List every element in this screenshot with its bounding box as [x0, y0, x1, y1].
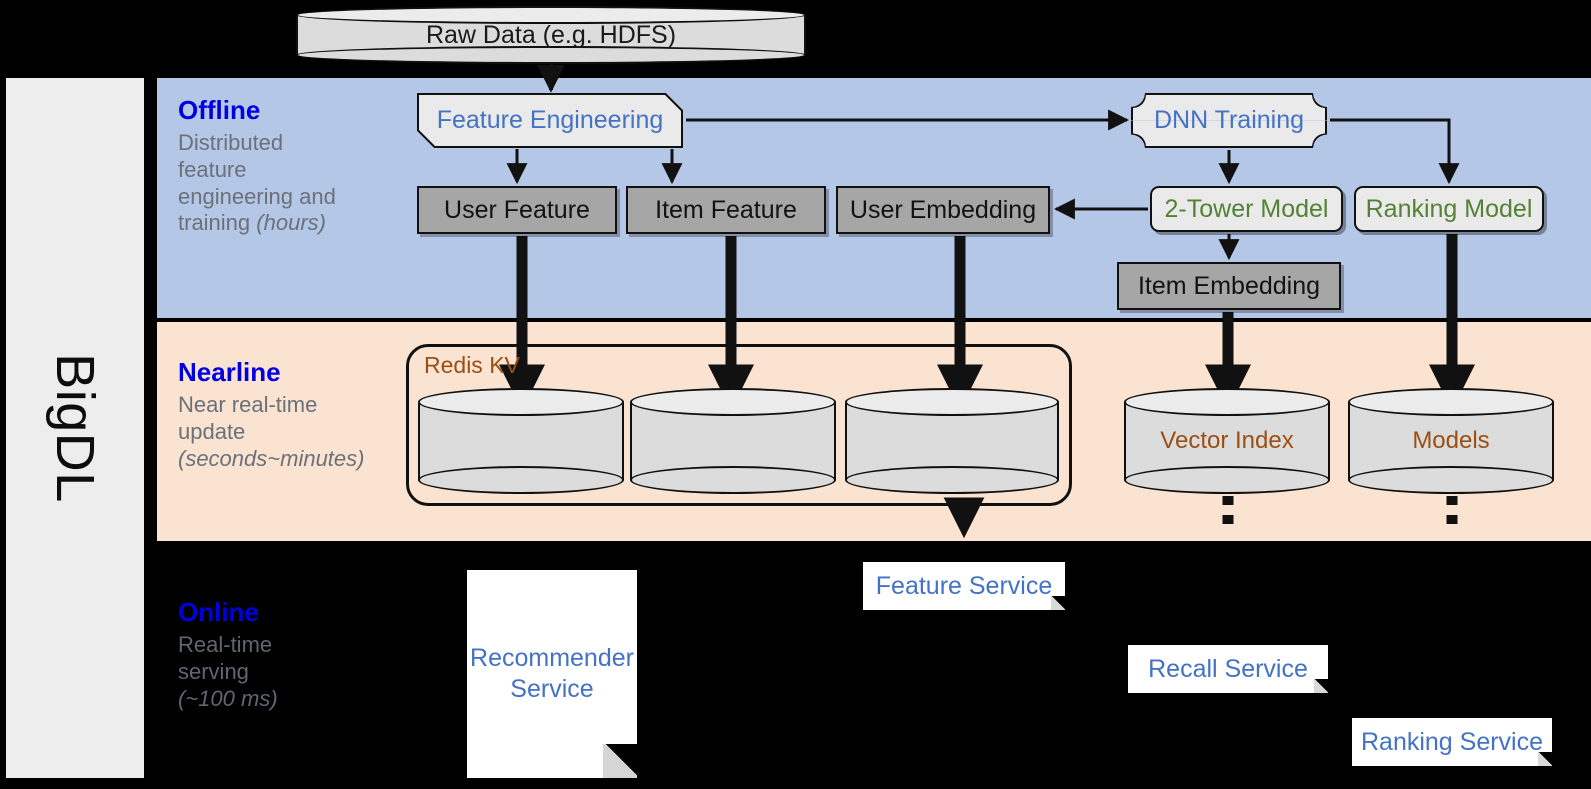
online-sub-em: (~100 ms): [178, 685, 278, 711]
node-fill: [419, 95, 681, 146]
dnn-training-node[interactable]: DNN Training: [1131, 93, 1327, 148]
raw-data-label: Raw Data (e.g. HDFS): [425, 20, 677, 49]
band-title-nearline: Nearline: [178, 357, 281, 387]
item-embedding-label: Item Embedding: [1137, 271, 1321, 300]
online-sub-line1: Real-time: [178, 631, 273, 657]
recommender-service-node[interactable]: Recommender Service: [467, 570, 637, 778]
item-feature-label: Item Feature: [655, 195, 797, 224]
band-caption-offline: Offline Distributed feature engineering …: [178, 95, 336, 237]
feature-engineering-node[interactable]: Feature Engineering: [417, 93, 683, 148]
user-embedding-node[interactable]: User Embedding: [836, 186, 1050, 234]
cylinder-bottom: [1348, 466, 1554, 494]
cylinder-top: [1124, 388, 1330, 416]
nearline-sub-em: (seconds~minutes): [178, 445, 365, 471]
cylinder-bottom: [630, 466, 836, 494]
ranking-service-label: Ranking Service: [1360, 727, 1544, 756]
feature-service-node[interactable]: Feature Service: [863, 562, 1065, 610]
redis-cylinder-3-label: [845, 388, 1059, 494]
two-tower-model-label: 2-Tower Model: [1164, 194, 1329, 223]
offline-sub-line4: training: [178, 210, 257, 236]
cylinder-top: [296, 6, 806, 24]
cylinder-top: [1348, 388, 1554, 416]
band-title-offline: Offline: [178, 95, 261, 125]
cylinder-top: [630, 388, 836, 416]
page-fold-icon: [603, 744, 637, 778]
vector-index-store[interactable]: Vector Index: [1124, 388, 1330, 494]
vector-index-label: Vector Index: [1160, 427, 1294, 454]
band-title-online: Online: [178, 597, 259, 627]
recall-service-label: Recall Service: [1148, 654, 1308, 683]
redis-cylinder-3[interactable]: [845, 388, 1059, 494]
redis-kv-container[interactable]: [406, 344, 1072, 506]
feature-service-label: Feature Service: [875, 571, 1053, 600]
user-feature-label: User Feature: [444, 195, 590, 224]
band-caption-online: Online Real-time serving (~100 ms): [178, 597, 278, 712]
redis-kv-label: Redis KV: [424, 352, 520, 378]
ranking-model-label: Ranking Model: [1365, 194, 1533, 223]
band-subtitle-nearline: Near real-time update (seconds~minutes): [178, 392, 364, 472]
recall-service-node[interactable]: Recall Service: [1128, 645, 1328, 693]
item-feature-node[interactable]: Item Feature: [626, 186, 826, 234]
cylinder-bottom: [296, 46, 806, 64]
node-fill: [1133, 95, 1325, 146]
online-sub-line2: serving: [178, 658, 249, 684]
band-subtitle-online: Real-time serving (~100 ms): [178, 632, 278, 712]
nearline-sub-line2: update: [178, 418, 246, 444]
models-store[interactable]: Models: [1348, 388, 1554, 494]
user-embedding-label: User Embedding: [849, 195, 1037, 224]
ranking-service-node[interactable]: Ranking Service: [1352, 718, 1552, 766]
bigdl-sidebar: BigDL: [6, 78, 144, 778]
offline-sub-line3: engineering and: [178, 183, 336, 209]
cylinder-bottom: [845, 466, 1059, 494]
band-caption-nearline: Nearline Near real-time update (seconds~…: [178, 357, 364, 472]
item-embedding-node[interactable]: Item Embedding: [1117, 262, 1341, 310]
cylinder-top: [418, 388, 624, 416]
redis-cylinder-1[interactable]: [418, 388, 624, 494]
nearline-sub-line1: Near real-time: [178, 391, 318, 417]
band-subtitle-offline: Distributed feature engineering and trai…: [178, 130, 336, 237]
offline-sub-line2: feature: [178, 156, 247, 182]
redis-cylinder-2-label: [630, 388, 836, 494]
page-fold-icon: [1538, 752, 1552, 766]
redis-cylinder-2[interactable]: [630, 388, 836, 494]
offline-sub-line1: Distributed: [178, 129, 284, 155]
recommender-service-label: Recommender Service: [470, 643, 634, 706]
bigdl-label: BigDL: [45, 353, 106, 503]
models-label: Models: [1412, 427, 1490, 454]
cylinder-top: [845, 388, 1059, 416]
recommender-service-line1: Recommender: [470, 643, 634, 672]
page-fold-icon: [1314, 679, 1328, 693]
ranking-model-node[interactable]: Ranking Model: [1354, 186, 1544, 232]
raw-data-store[interactable]: Raw Data (e.g. HDFS): [296, 6, 806, 64]
redis-cylinder-1-label: [418, 388, 624, 494]
offline-sub-em: (hours): [256, 210, 326, 236]
page-fold-icon: [1051, 596, 1065, 610]
cylinder-bottom: [418, 466, 624, 494]
user-feature-node[interactable]: User Feature: [417, 186, 617, 234]
two-tower-model-node[interactable]: 2-Tower Model: [1150, 186, 1343, 232]
cylinder-bottom: [1124, 466, 1330, 494]
recommender-service-line2: Service: [510, 675, 594, 703]
